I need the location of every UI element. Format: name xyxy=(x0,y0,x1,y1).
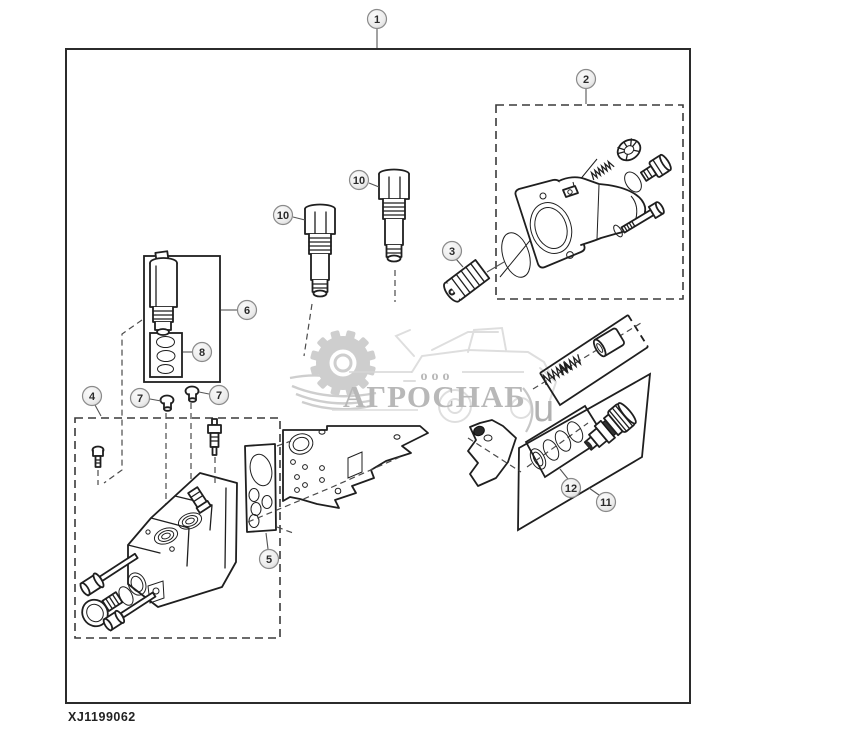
main-valve-body xyxy=(282,425,429,509)
cartridge-fitting-right xyxy=(378,168,410,263)
detail-box-sleeve xyxy=(539,314,649,407)
callout-8-badge: 8 xyxy=(191,341,213,363)
hex-plug xyxy=(639,153,672,182)
solenoid-valve-6 xyxy=(149,250,178,336)
detail-box-8 xyxy=(149,332,183,378)
swoosh-decoration xyxy=(289,374,377,411)
spool-align-dash-left xyxy=(467,437,522,473)
detail-box-11 xyxy=(517,372,652,532)
disc-plug xyxy=(81,586,134,628)
callout-12-label: 12 xyxy=(565,483,577,495)
callout-3-label: 3 xyxy=(449,246,455,258)
wm-paren-swoosh xyxy=(522,387,534,433)
callout-7-right-badge: 7 xyxy=(208,384,230,406)
callout-3-badge: 3 xyxy=(441,240,463,262)
callout-5-badge: 5 xyxy=(258,548,280,570)
callout-2-badge: 2 xyxy=(575,68,597,90)
callout-8-label: 8 xyxy=(199,347,205,359)
cap-screw-lower xyxy=(102,591,157,632)
callout-2-label: 2 xyxy=(583,74,589,86)
manifold-block-4 xyxy=(127,472,238,608)
callout-11-badge: 11 xyxy=(595,491,617,513)
tractor-icon xyxy=(394,326,558,423)
callout-10-right-badge: 10 xyxy=(348,169,370,191)
part-code-text: XJ1199062 xyxy=(68,710,136,724)
seal-rings-12 xyxy=(529,421,584,470)
detail-box-2 xyxy=(495,104,684,300)
leader-lines xyxy=(94,29,600,550)
callout-10-right-label: 10 xyxy=(353,175,365,187)
spool-axis-dash xyxy=(526,422,589,468)
sleeve-spring-group xyxy=(532,322,642,390)
callout-12-badge: 12 xyxy=(560,477,582,499)
seal-kit-8 xyxy=(156,336,176,374)
valve-housing-2 xyxy=(499,138,672,278)
callout-6-badge: 6 xyxy=(236,299,258,321)
callout-4-badge: 4 xyxy=(81,385,103,407)
callout-7-right-label: 7 xyxy=(216,390,222,402)
plug-7-right xyxy=(184,385,200,403)
callout-5-label: 5 xyxy=(266,554,272,566)
drawing-border xyxy=(65,48,691,704)
watermark-suffix-letter: u xyxy=(533,388,554,430)
callout-6-label: 6 xyxy=(244,305,250,317)
mount-axis-dashed-6 xyxy=(103,319,143,484)
o-ring xyxy=(118,586,134,606)
plate-align-dash-bottom xyxy=(276,526,294,534)
housing-bolt xyxy=(620,201,665,234)
lock-washer xyxy=(613,224,623,238)
plug-oring-link-line xyxy=(486,261,505,273)
callout-7-left-label: 7 xyxy=(137,393,143,405)
callout-1-label: 1 xyxy=(374,14,380,26)
small-o-ring xyxy=(624,171,642,193)
callout-11-label: 11 xyxy=(600,497,612,509)
fitting-axis-dash-left xyxy=(303,303,313,357)
valve-spool-11 xyxy=(583,402,637,451)
large-o-ring xyxy=(501,232,531,278)
callout-4-label: 4 xyxy=(89,391,96,403)
plug-7-left xyxy=(159,394,175,412)
valve-body-fragment xyxy=(467,419,517,487)
poppet-nut xyxy=(616,138,642,162)
cartridge-fitting-left xyxy=(304,203,336,298)
callout-7-left-badge: 7 xyxy=(129,387,151,409)
plate-align-dash-top xyxy=(276,440,292,447)
cap-screw-upper xyxy=(79,552,139,597)
callout-1-badge: 1 xyxy=(366,8,388,30)
small-cartridge-valve xyxy=(207,418,222,456)
watermark-logo: ооо АГРОСНАБ u xyxy=(289,326,558,433)
callout-10-left-badge: 10 xyxy=(272,204,294,226)
threaded-plug-3 xyxy=(443,259,491,303)
detail-box-6 xyxy=(143,255,221,383)
callout-10-left-label: 10 xyxy=(277,210,289,222)
gear-icon xyxy=(310,330,376,396)
gasket-plate-5 xyxy=(244,443,277,533)
watermark-org-prefix: ооо xyxy=(421,369,454,384)
watermark-company-name: АГРОСНАБ xyxy=(343,379,526,414)
small-screw-4 xyxy=(91,445,105,468)
sleeve-piston xyxy=(592,327,625,358)
